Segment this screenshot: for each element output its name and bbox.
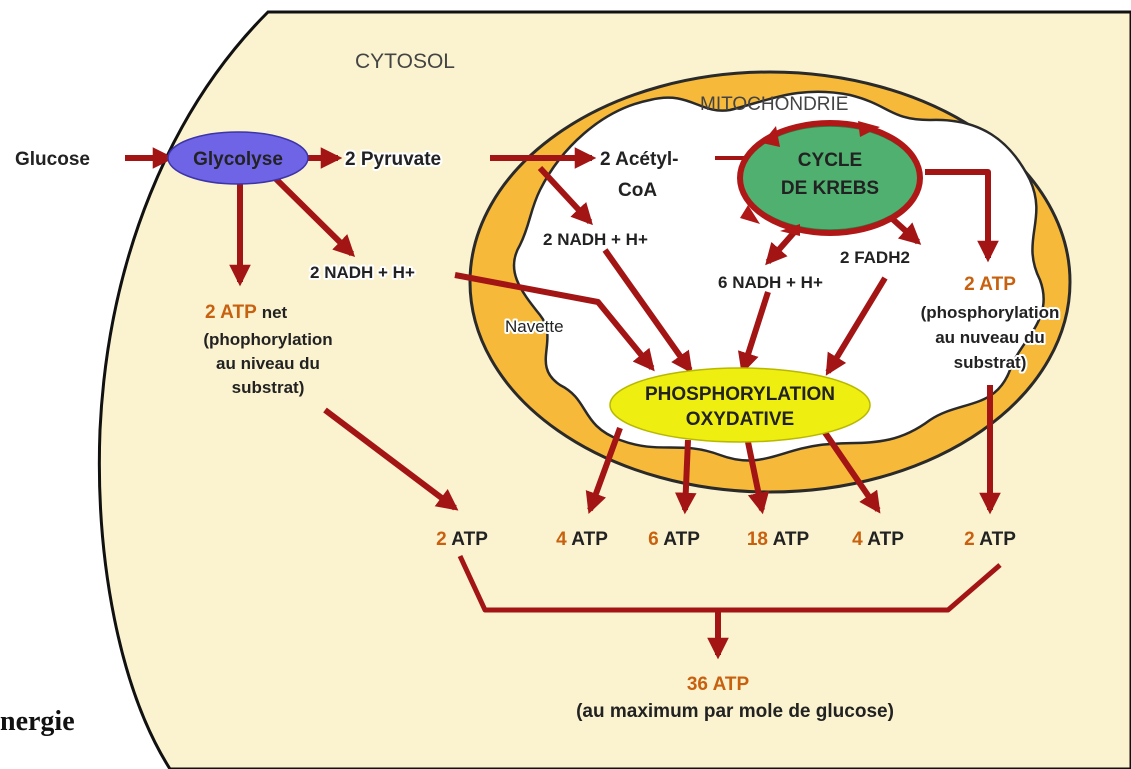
nadh6-label: 6 NADH + H+ [718,273,823,292]
total-label: 36 ATP [687,674,750,695]
atp-krebs-label: 2 ATP [964,274,1016,295]
nadh-cyto-label: 2 NADH + H+ [310,263,415,282]
atp-row-number: 6 [648,529,659,550]
atp-row-number: 4 [852,529,863,550]
atp-net-desc-1: (phophorylation [203,330,332,349]
krebs-label-2: DE KREBS [781,178,879,199]
atp-net-number: 2 [205,302,216,323]
atp-row-word: ATP [867,529,904,550]
fadh-text: FADH2 [854,248,910,267]
cytosol-label: CYTOSOL [355,50,455,73]
nadh6-number: 6 [718,273,727,292]
fadh-number: 2 [840,248,849,267]
nadh-mito-label: 2 NADH + H+ [543,230,648,249]
fadh-label: 2 FADH2 [840,248,910,267]
total-word: ATP [713,674,750,695]
phospho-label-2: OXYDATIVE [686,409,794,430]
phospho-label-1: PHOSPHORYLATION [645,384,835,405]
atp-row-item: 4 ATP [852,529,904,550]
krebs-label-1: CYCLE [798,150,862,171]
atp-krebs-desc-1: (phosphorylation [921,303,1060,322]
acetyl-label-2: CoA [618,180,657,201]
glucose-label: Glucose [15,149,90,170]
atp-krebs-desc-3: substrat) [954,353,1027,372]
atp-row-word: ATP [571,529,608,550]
glycolyse-label: Glycolyse [193,149,283,170]
atp-row-word: ATP [663,529,700,550]
atp-row-item: 2 ATP [964,529,1016,550]
atp-row-item: 2 ATP [436,529,488,550]
atp-krebs-number: 2 [964,274,975,295]
nadh-mito-text: NADH + H+ [557,230,648,249]
atp-row-item: 4 ATP [556,529,608,550]
total-desc: (au maximum par mole de glucose) [576,701,894,722]
atp-net-label: 2 ATP net [205,302,288,323]
atp-row-number: 2 [436,529,447,550]
total-number: 36 [687,674,708,695]
atp-net-desc-2: au niveau du [216,354,320,373]
atp-net-suffix: net [262,303,288,322]
nadh-mito-number: 2 [543,230,552,249]
nadh-cyto-text: NADH + H+ [324,263,415,282]
nadh6-text: NADH + H+ [732,273,823,292]
arrow-phospho-atp6 [685,440,688,510]
atp-row-word: ATP [773,529,810,550]
atp-row-word: ATP [979,529,1016,550]
caption-fragment: nergie [0,706,75,737]
atp-row-number: 4 [556,529,567,550]
mitochondria-label: MITOCHONDRIE [700,94,848,115]
navette-label: Navette [505,317,564,336]
atp-row-number: 2 [964,529,975,550]
atp-row-number: 18 [747,529,768,550]
atp-net-desc-3: substrat) [232,378,305,397]
acetyl-label-1: 2 Acétyl- [600,149,679,170]
atp-krebs-desc-2: au nuveau du [935,328,1045,347]
phospho-node [610,368,870,442]
atp-net-word: ATP [220,302,257,323]
pyruvate-label: 2 Pyruvate [345,149,441,170]
atp-row-item: 6 ATP [648,529,700,550]
atp-row-item: 18 ATP [747,529,810,550]
atp-row-word: ATP [451,529,488,550]
atp-krebs-word: ATP [979,274,1016,295]
nadh-cyto-number: 2 [310,263,319,282]
